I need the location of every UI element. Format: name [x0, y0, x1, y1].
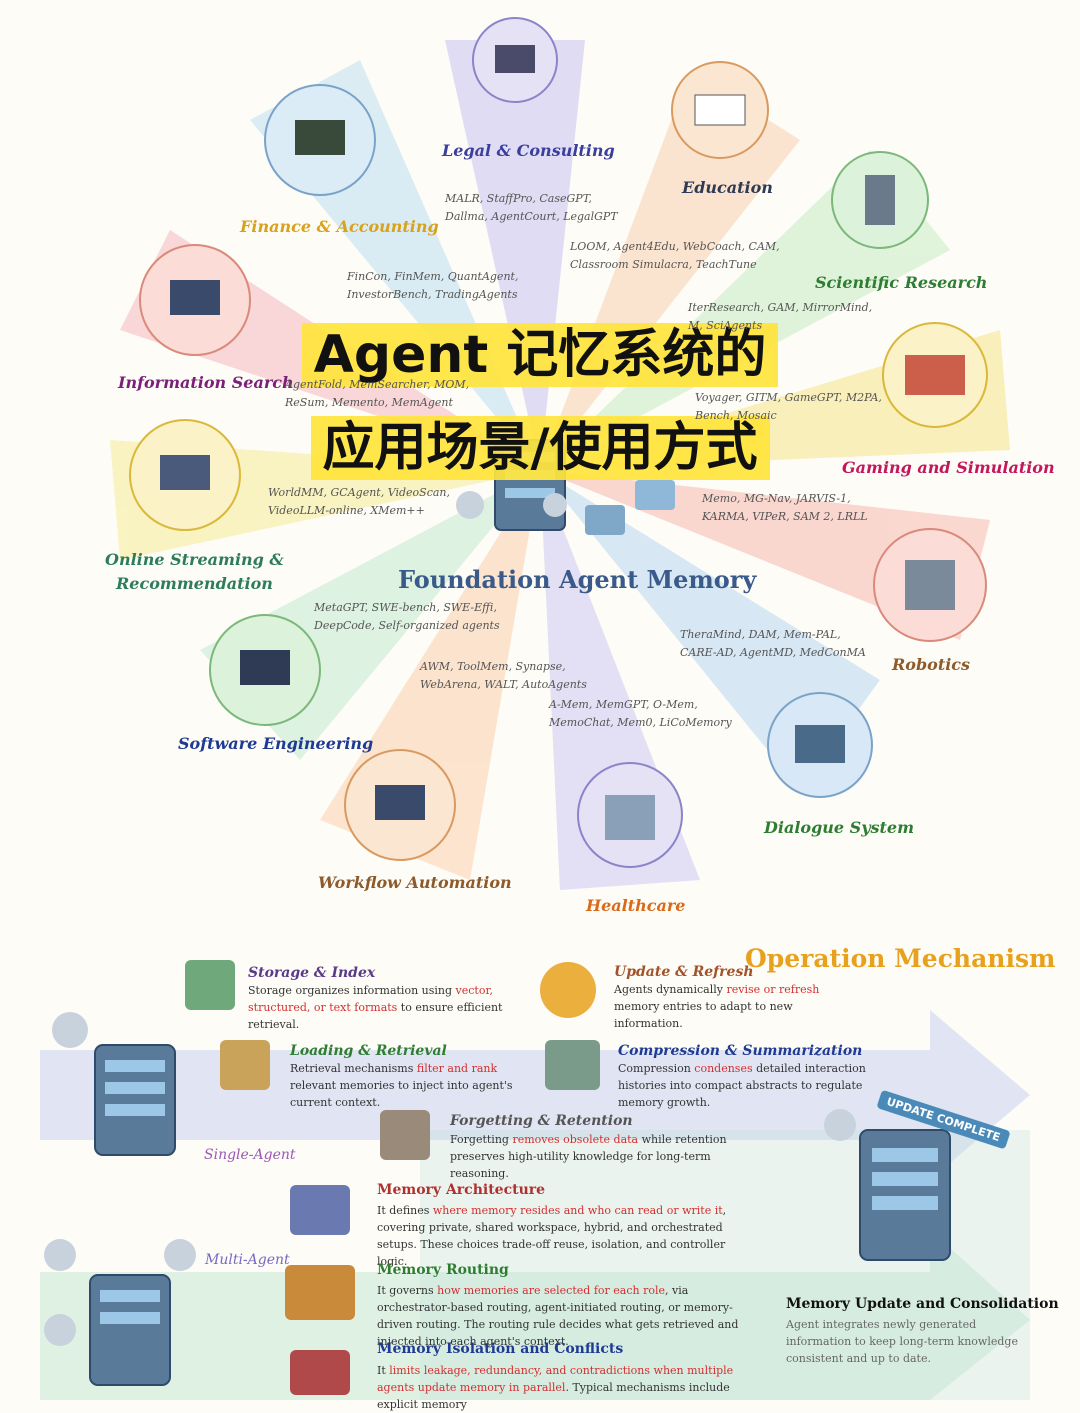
domain-legal-label: Legal & Consulting [442, 141, 615, 160]
domain-illustrations [129, 17, 988, 868]
consolidation-name: Memory Update and Consolidation [786, 1296, 1059, 1312]
page-title-line-2: 应用场景/使用方式 [0, 405, 1080, 480]
domain-workflow-label: Workflow Automation [318, 873, 512, 892]
domain-legal-examples: MALR, StaffPro, CaseGPT, Dallma, AgentCo… [445, 192, 618, 223]
multi-isolation-name: Memory Isolation and Conflicts [377, 1341, 624, 1357]
mechanism-forgetting-name: Forgetting & Retention [450, 1113, 633, 1129]
mechanism-storage-desc: Storage organizes information using vect… [248, 984, 503, 1031]
mechanism-compression-name: Compression & Summarization [618, 1043, 863, 1059]
domain-healthcare-examples: A-Mem, MemGPT, O-Mem, MemoChat, Mem0, Li… [549, 698, 732, 729]
domain-finance-label: Finance & Accounting [240, 217, 439, 236]
single-agent-label: Single-Agent [204, 1147, 296, 1163]
domain-science-examples: IterResearch, GAM, MirrorMind, M, SciAge… [688, 301, 873, 332]
retrieval-icon [220, 1040, 270, 1090]
domain-search-label: Information Search [118, 373, 294, 392]
mechanism-compression-desc: Compression condenses detailed interacti… [618, 1062, 866, 1109]
consolidation-desc: Agent integrates newly generated informa… [786, 1318, 1018, 1365]
domain-streaming-examples: WorldMM, GCAgent, VideoScan, VideoLLM-on… [268, 486, 450, 517]
domain-software-label: Software Engineering [178, 734, 374, 753]
mechanism-loading-name: Loading & Retrieval [290, 1043, 447, 1059]
domain-healthcare-label: Healthcare [586, 896, 686, 915]
domain-gaming-label: Gaming and Simulation [842, 458, 1055, 477]
mechanism-forgetting-desc: Forgetting removes obsolete data while r… [450, 1133, 727, 1180]
mechanism-loading-desc: Retrieval mechanisms filter and rank rel… [290, 1062, 513, 1109]
multi-architecture-name: Memory Architecture [377, 1182, 546, 1198]
refresh-icon [540, 962, 596, 1018]
storage-icon [185, 960, 235, 1010]
domain-robotics-label: Robotics [892, 655, 971, 674]
mechanism-storage-name: Storage & Index [248, 965, 376, 981]
domain-search-examples: AgentFold, MemSearcher, MOM, ReSum, Meme… [285, 378, 470, 409]
domain-finance-examples: FinCon, FinMem, QuantAgent, InvestorBenc… [347, 270, 519, 301]
mechanism-update-name: Update & Refresh [614, 964, 754, 980]
update-complete-banner: UPDATE COMPLETE [876, 1089, 1011, 1150]
routing-icon [285, 1265, 355, 1320]
domain-science-label: Scientific Research [815, 273, 988, 292]
architecture-icon [290, 1185, 350, 1235]
multi-routing-desc: It governs how memories are selected for… [377, 1284, 739, 1348]
domain-gaming-examples: Voyager, GITM, GameGPT, M2PA, Bench, Mos… [695, 391, 882, 422]
multi-isolation-desc: It limits leakage, redundancy, and contr… [377, 1364, 734, 1411]
page-title-line-1: Agent 记忆系统的 [0, 312, 1080, 387]
center-label: Foundation Agent Memory [398, 565, 757, 594]
forgetting-icon [380, 1110, 430, 1160]
operation-mechanism-title: Operation Mechanism [745, 944, 1056, 973]
multi-agent-server-illustration [44, 1239, 196, 1386]
domain-robotics-examples: Memo, MG-Nav, JARVIS-1, KARMA, VIPeR, SA… [702, 492, 868, 523]
domain-education-label: Education [682, 178, 773, 197]
compression-icon [545, 1040, 600, 1090]
domain-workflow-examples: AWM, ToolMem, Synapse, WebArena, WALT, A… [420, 660, 587, 691]
domain-dialogue-examples: TheraMind, DAM, Mem-PAL, CARE-AD, AgentM… [680, 628, 866, 659]
domain-streaming-label-line1: Online Streaming & [105, 550, 284, 569]
domain-streaming-label-line2: Recommendation [116, 574, 273, 593]
domain-software-examples: MetaGPT, SWE-bench, SWE-Effi, DeepCode, … [314, 601, 500, 632]
single-agent-server-illustration [52, 1012, 176, 1156]
domain-dialogue-label: Dialogue System [764, 818, 914, 837]
consolidation-server-illustration [824, 1109, 951, 1261]
multi-routing-name: Memory Routing [377, 1262, 509, 1278]
isolation-icon [290, 1350, 350, 1395]
multi-agent-label: Multi-Agent [205, 1252, 290, 1268]
multi-architecture-desc: It defines where memory resides and who … [377, 1204, 727, 1268]
mechanism-update-desc: Agents dynamically revise or refresh mem… [614, 983, 820, 1030]
domain-education-examples: LOOM, Agent4Edu, WebCoach, CAM, Classroo… [570, 240, 780, 271]
